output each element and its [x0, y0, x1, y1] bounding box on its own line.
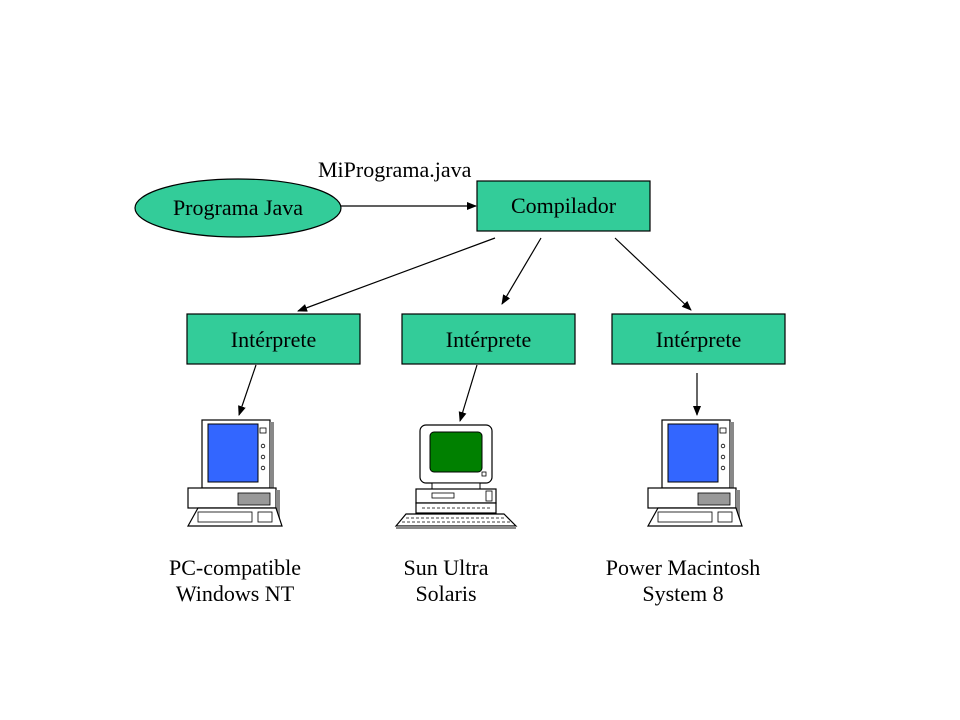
interpreter-node-shape [401, 313, 576, 365]
machine-caption-line2: Solaris [415, 581, 477, 606]
compiler-node-label: Compilador [510, 193, 617, 218]
arrow-compiler-to-interpreter-1 [297, 237, 496, 312]
interpreter-node-shape [186, 313, 361, 365]
interpreter-node-label: Intérprete [445, 327, 532, 352]
pc-computer-icon [186, 419, 283, 527]
program-node-shape [134, 178, 342, 238]
machine-caption-sun: Sun Ultra Solaris [366, 555, 526, 607]
arrow-compiler-to-interpreter-2 [501, 237, 542, 305]
arrow-interpreter-2-to-sun [458, 364, 478, 422]
interpreter-node-shape [611, 313, 786, 365]
machine-caption-line1: Sun Ultra [403, 555, 489, 580]
sun-workstation-icon [394, 424, 518, 529]
machine-caption-line2: System 8 [642, 581, 724, 606]
interpreter-node-label: Intérprete [230, 327, 317, 352]
compiler-node-shape [476, 180, 651, 232]
arrow-interpreter-1-to-pc [238, 364, 257, 416]
arrow-compiler-to-interpreter-3 [614, 237, 692, 311]
machine-caption-pc: PC-compatible Windows NT [135, 555, 335, 607]
source-file-label: MiPrograma.java [318, 157, 472, 182]
machine-caption-mac: Power Macintosh System 8 [588, 555, 778, 607]
machine-caption-line2: Windows NT [175, 581, 295, 606]
machine-caption-line1: PC-compatible [169, 555, 301, 580]
mac-computer-icon [646, 419, 743, 527]
machine-caption-line1: Power Macintosh [605, 555, 761, 580]
program-node-label: Programa Java [172, 195, 304, 220]
interpreter-node-label: Intérprete [655, 327, 742, 352]
